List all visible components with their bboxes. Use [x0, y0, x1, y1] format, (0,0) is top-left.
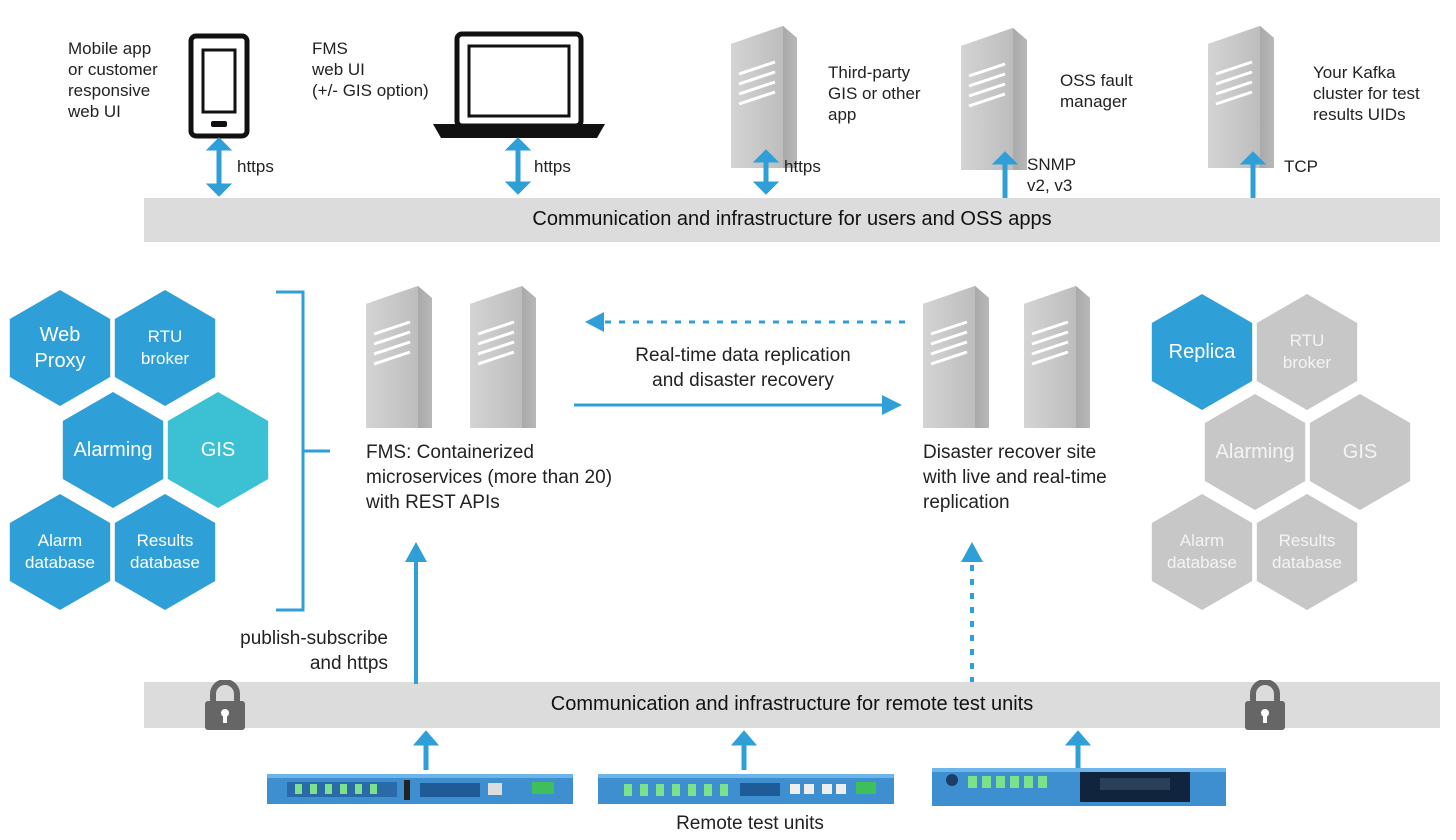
dr-hexagon-label-4: Alarm database [1167, 531, 1237, 572]
oss-fault-manager-label: OSS fault manager [1060, 71, 1133, 111]
bottom-infrastructure-bar [144, 682, 1440, 728]
primary-hexagon-label-4: Alarm database [25, 531, 95, 572]
third-party-server-icon [731, 26, 797, 168]
remote-test-units-label: Remote test units [676, 813, 824, 834]
primary-hexagon-2 [62, 392, 164, 508]
mobile-app-label: Mobile app or customer responsive web UI [68, 39, 158, 121]
fms-server-2-icon [470, 286, 536, 428]
top-bar-label: Communication and infrastructure for use… [532, 208, 1052, 230]
remote-test-unit-1 [267, 774, 573, 804]
laptop-icon [433, 31, 605, 138]
dr-server-1-icon [923, 286, 989, 428]
fms-server-1-icon [366, 286, 432, 428]
snmp-link-label: SNMP v2, v3 [1027, 155, 1077, 195]
dr-hexagon-5 [1256, 494, 1358, 610]
remote-test-unit-2 [598, 774, 894, 804]
primary-hexagon-label-0: Web Proxy [34, 324, 86, 372]
replication-arrows [574, 312, 905, 415]
dr-hexagon-label-0: Replica [1168, 341, 1236, 363]
dr-hexagon-4 [1151, 494, 1253, 610]
pubsub-label: publish-subscribe and https [240, 628, 388, 674]
primary-hexagon-5 [114, 494, 216, 610]
primary-hexagon-4 [9, 494, 111, 610]
fms-label: FMS: Containerized microservices (more t… [366, 442, 613, 513]
replication-label: Real-time data replication and disaster … [635, 345, 851, 391]
dr-site-label: Disaster recover site with live and real… [923, 442, 1107, 513]
remote-test-unit-3 [932, 768, 1226, 806]
dr-hexagon-label-3: GIS [1342, 441, 1378, 463]
tablet-icon [188, 33, 250, 139]
primary-hexagon-label-3: GIS [200, 439, 236, 461]
fms-web-link-label: https [534, 157, 571, 176]
dr-hexagon-2 [1204, 394, 1306, 510]
oss-fault-server-icon [961, 28, 1027, 170]
dr-hexagon-0 [1151, 294, 1253, 410]
dr-hexagon-1 [1256, 294, 1358, 410]
kafka-server-icon [1208, 26, 1274, 168]
top-infrastructure-bar [144, 198, 1440, 242]
primary-hexagon-label-1: RTU broker [140, 327, 190, 368]
kafka-cluster-label: Your Kafka cluster for test results UIDs [1313, 63, 1420, 124]
tcp-link-label: TCP [1284, 157, 1318, 176]
rtu-uplink-arrows [405, 542, 983, 684]
dr-hexagon-3 [1309, 394, 1411, 510]
dr-hexagon-label-1: RTU broker [1282, 331, 1332, 372]
primary-hexagon-3 [167, 392, 269, 508]
primary-hexagon-1 [114, 290, 216, 406]
dr-microservices-cluster [1151, 294, 1411, 610]
dr-server-2-icon [1024, 286, 1090, 428]
primary-hexagon-label-2: Alarming [73, 439, 153, 461]
top-arrows [205, 137, 1267, 198]
dr-hexagon-label-5: Results database [1272, 531, 1342, 572]
mobile-link-label: https [237, 157, 274, 176]
fms-web-ui-label: FMS web UI (+/- GIS option) [312, 39, 429, 100]
dr-hexagon-label-2: Alarming [1215, 441, 1295, 463]
primary-hexagon-0 [9, 290, 111, 406]
primary-microservices-cluster [9, 290, 269, 610]
bottom-bar-label: Communication and infrastructure for rem… [550, 693, 1034, 715]
third-party-link-label: https [784, 157, 821, 176]
bottom-arrows [412, 730, 1092, 770]
third-party-app-label: Third-party GIS or other app [828, 63, 921, 124]
cluster-bracket [276, 290, 330, 612]
primary-hexagon-label-5: Results database [130, 531, 200, 572]
